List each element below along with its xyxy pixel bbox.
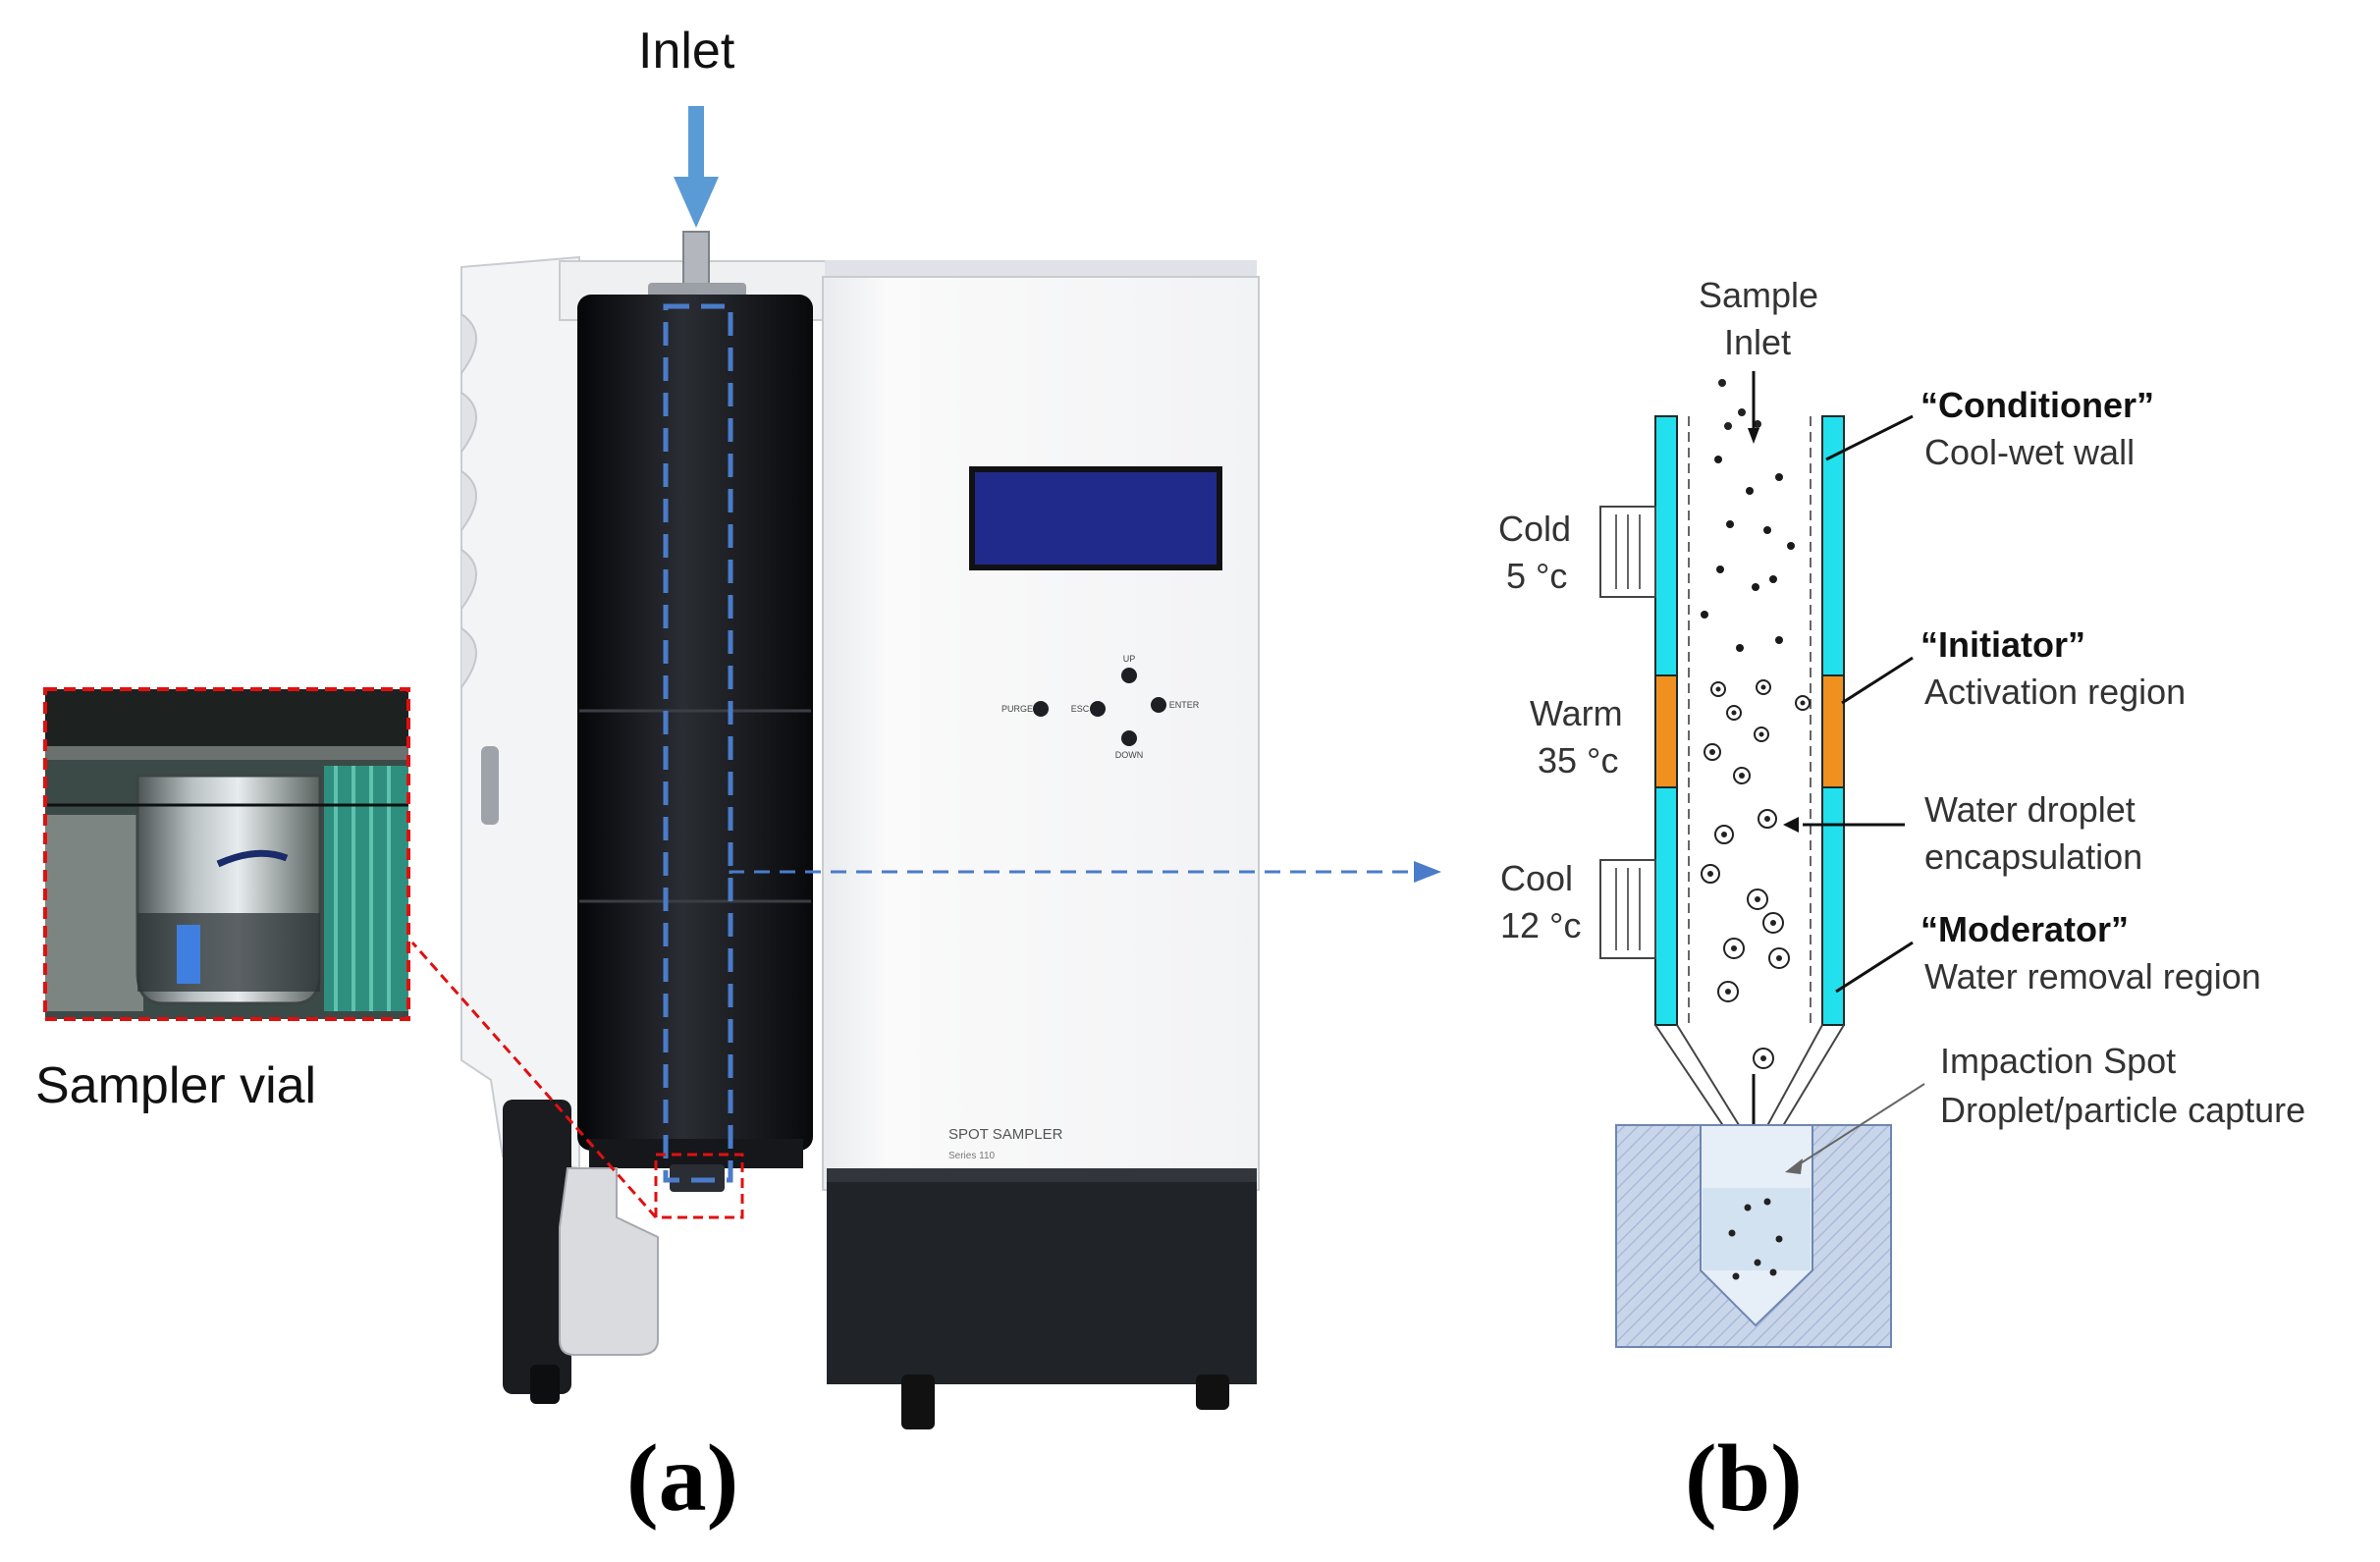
zone-warm-temp: 35 °c	[1538, 740, 1619, 781]
button-esc	[1090, 701, 1106, 717]
inlet-arrow-head	[674, 177, 719, 228]
right-wall-warm	[1821, 674, 1845, 788]
left-wall-warm	[1654, 674, 1678, 788]
zone-cool-temp: 12 °c	[1500, 905, 1582, 945]
button-purge	[1033, 701, 1049, 717]
flow-path-outline	[663, 303, 733, 1183]
moderator-desc: Water removal region	[1924, 956, 2261, 996]
button-down-label: DOWN	[1115, 750, 1144, 760]
button-purge-label: PURGE	[1001, 704, 1033, 714]
sample-inlet-line2: Inlet	[1724, 322, 1792, 362]
device-base	[827, 1168, 1257, 1384]
heatsink-cold	[1599, 506, 1656, 598]
button-down	[1121, 730, 1137, 746]
right-wall-lower	[1821, 786, 1845, 1026]
collection-bottle	[559, 1167, 659, 1356]
button-enter-label: ENTER	[1169, 700, 1200, 710]
side-vents	[460, 313, 477, 688]
panel-b	[1599, 371, 1925, 1348]
encapsulation-line2: encapsulation	[1924, 836, 2143, 877]
vial-highlight-box	[654, 1153, 744, 1219]
brand-text: SPOT SAMPLER	[948, 1126, 1063, 1143]
inlet-particles	[1718, 379, 1761, 430]
conditioner-title: “Conditioner”	[1920, 385, 2154, 425]
conditioner-desc: Cool-wet wall	[1924, 432, 2136, 472]
zone-cold-name: Cold	[1498, 509, 1572, 549]
callout-arrows	[1792, 414, 1925, 1169]
left-wall-lower	[1654, 786, 1678, 1026]
aerosol-particles	[1701, 456, 1795, 652]
panel-a: UP PURGE ESC ENTER DOWN SPOT SAMPLER Ser…	[43, 106, 1441, 1429]
button-enter	[1151, 697, 1166, 713]
zone-cool-name: Cool	[1500, 858, 1574, 898]
sampler-vial-label: Sampler vial	[35, 1057, 317, 1114]
encapsulation-line1: Water droplet	[1924, 789, 2136, 830]
flow-path-arrowhead	[1414, 861, 1441, 883]
impaction-line1: Impaction Spot	[1940, 1041, 2177, 1081]
series-text: Series 110	[948, 1151, 996, 1161]
impaction-line2: Droplet/particle capture	[1940, 1090, 2306, 1130]
panel-a-label: (a)	[626, 1426, 739, 1532]
moderator-title: “Moderator”	[1920, 909, 2130, 949]
sample-inlet-line1: Sample	[1699, 275, 1819, 315]
device-left-shell	[460, 255, 580, 1170]
heatsink-cool	[1599, 859, 1656, 959]
inlet-arrow-shaft	[688, 106, 704, 183]
zone-cold-temp: 5 °c	[1506, 556, 1568, 596]
lcd-display	[969, 466, 1222, 570]
drain-tube	[503, 1100, 571, 1394]
left-wall-upper	[1654, 415, 1678, 676]
button-esc-label: ESC	[1071, 704, 1090, 714]
side-latch	[481, 746, 499, 825]
initiator-desc: Activation region	[1924, 672, 2187, 712]
device-front-panel	[822, 276, 1260, 1191]
captured-particles	[1728, 1198, 1783, 1280]
vial-inset	[43, 687, 410, 1021]
growing-droplets	[1701, 679, 1811, 1069]
zone-warm-name: Warm	[1530, 693, 1623, 733]
button-up	[1121, 668, 1137, 683]
top-shelf	[825, 260, 1257, 280]
inlet-label: Inlet	[638, 23, 735, 80]
sampler-column	[577, 295, 813, 1151]
panel-b-label: (b)	[1685, 1426, 1803, 1532]
control-buttons: UP PURGE ESC ENTER DOWN	[1001, 654, 1200, 760]
nozzle	[1654, 1024, 1845, 1140]
inlet-pipe	[682, 231, 710, 292]
initiator-title: “Initiator”	[1920, 624, 2085, 665]
flow-path-link	[729, 870, 1414, 874]
button-up-label: UP	[1123, 654, 1136, 664]
